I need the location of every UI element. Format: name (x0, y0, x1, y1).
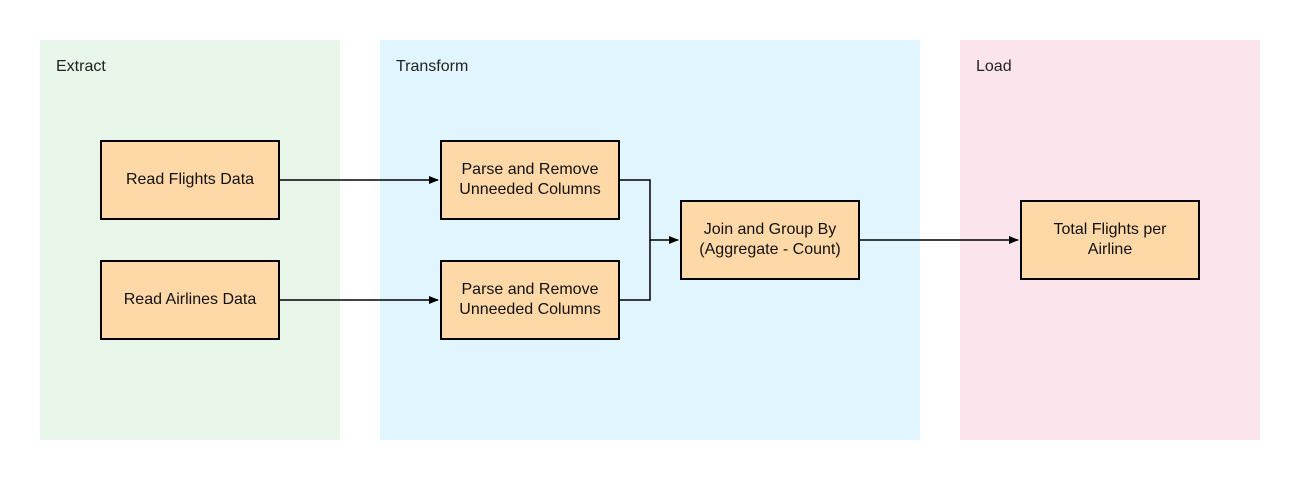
read-airlines-node: Read Airlines Data (100, 260, 280, 340)
parse-flights-node: Parse and Remove Unneeded Columns (440, 140, 620, 220)
transform-lane-title: Transform (396, 58, 469, 75)
load-lane-title: Load (976, 58, 1012, 75)
read-flights-node: Read Flights Data (100, 140, 280, 220)
extract-lane-title: Extract (56, 58, 106, 75)
total-flights-node: Total Flights per Airline (1020, 200, 1200, 280)
join-group-node: Join and Group By (Aggregate - Count) (680, 200, 860, 280)
parse-airlines-node: Parse and Remove Unneeded Columns (440, 260, 620, 340)
extract-lane: Extract (40, 40, 340, 440)
